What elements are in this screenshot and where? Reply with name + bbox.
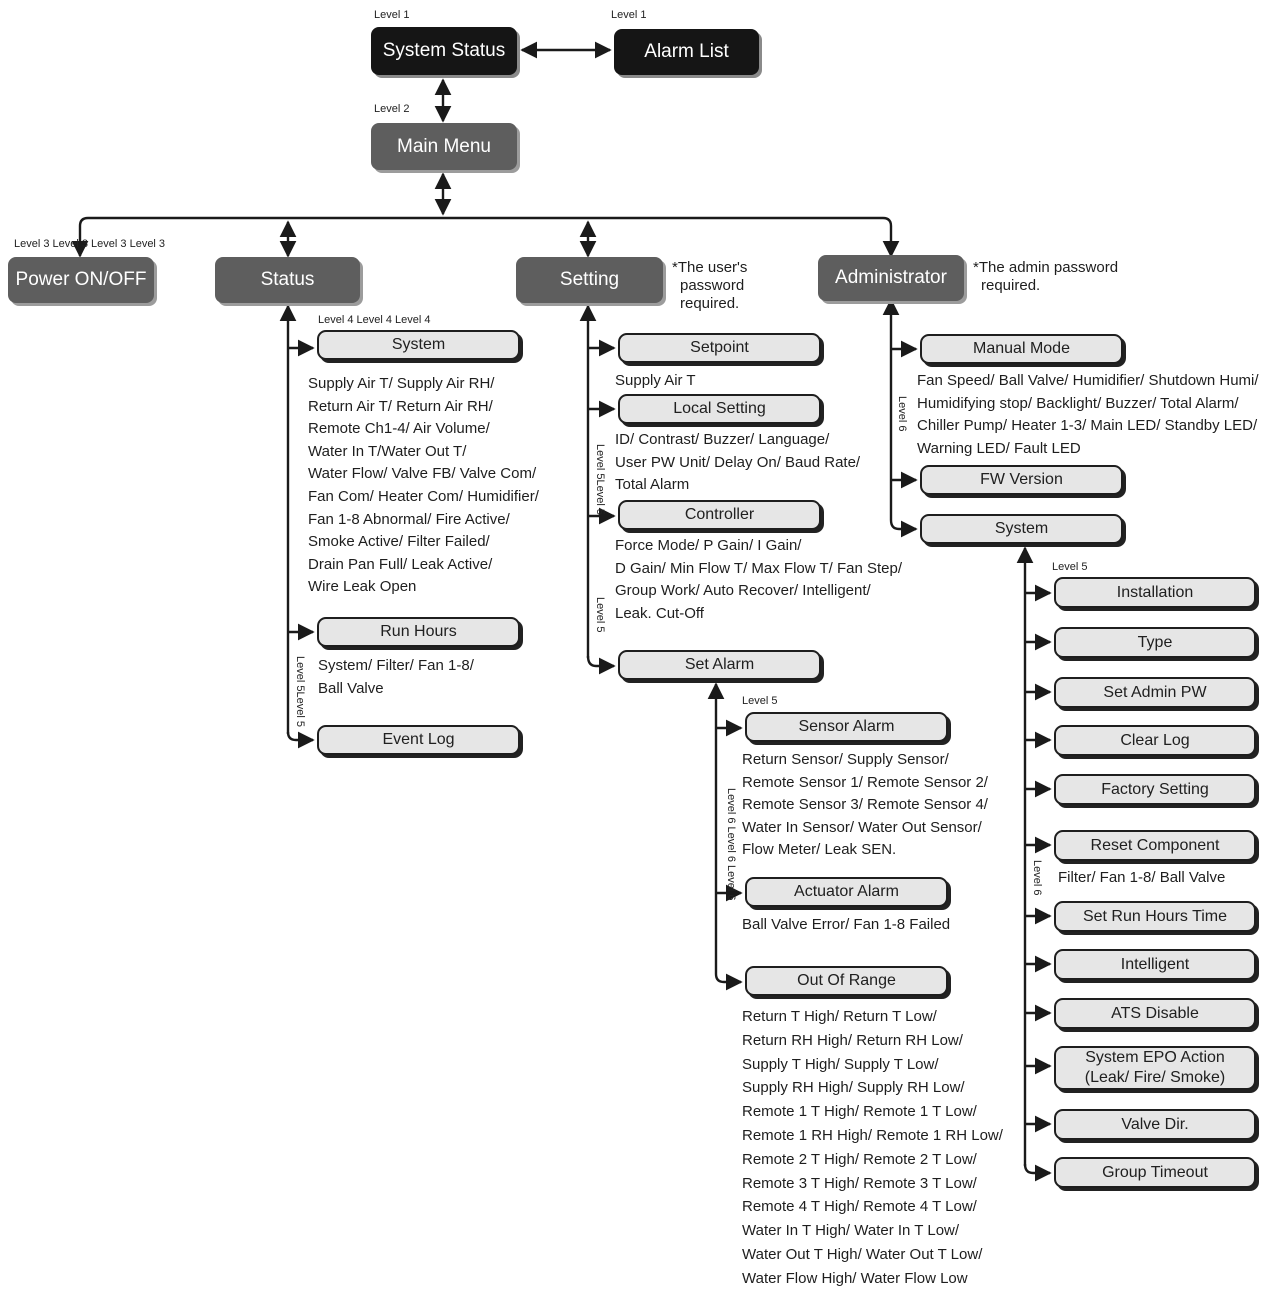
level-6-vertical-label: Level 6 (1031, 860, 1043, 896)
level-6-vertical-label: Level 6 Level 6 Level 6 (725, 788, 737, 901)
level-1-label: Level 1 (374, 9, 410, 21)
clear-log-node: Clear Log (1054, 725, 1256, 756)
main-menu-node: Main Menu (371, 123, 517, 170)
controller-node: Controller (618, 500, 821, 530)
setpoint-node: Setpoint (618, 333, 821, 363)
status-system-items: Supply Air T/ Supply Air RH/ Return Air … (308, 375, 539, 596)
power-on-off-node: Power ON/OFF (8, 257, 154, 303)
user-password-note: *The user's password required. (672, 259, 748, 312)
admin-password-note: *The admin password required. (973, 259, 1119, 294)
level-6-vertical-label: Level 6 (896, 396, 908, 432)
level-1-label: Level 1 (611, 9, 647, 21)
sensor-alarm-items: Return Sensor/ Supply Sensor/ Remote Sen… (742, 751, 988, 859)
level-5-label: Level 5 (742, 695, 778, 707)
ats-disable-node: ATS Disable (1054, 998, 1256, 1029)
level-5-vertical-label: Level 5Level 5 (294, 656, 306, 727)
set-alarm-node: Set Alarm (618, 650, 821, 680)
manual-mode-items: Fan Speed/ Ball Valve/ Humidifier/ Shutd… (917, 372, 1259, 457)
group-timeout-node: Group Timeout (1054, 1157, 1256, 1188)
set-admin-pw-node: Set Admin PW (1054, 677, 1256, 708)
level-5-vertical-label: Level 5Level 5 (594, 444, 606, 515)
status-node: Status (215, 257, 360, 303)
level-4-labels: Level 4 Level 4 Level 4 (318, 314, 431, 326)
actuator-alarm-items: Ball Valve Error/ Fan 1-8 Failed (742, 916, 951, 933)
administrator-node: Administrator (818, 255, 964, 301)
local-setting-items: ID/ Contrast/ Buzzer/ Language/ User PW … (615, 431, 861, 494)
sensor-alarm-node: Sensor Alarm (745, 712, 948, 742)
run-hours-items: System/ Filter/ Fan 1-8/ Ball Valve (318, 657, 474, 697)
level-5-vertical-label: Level 5 (594, 597, 606, 633)
run-hours-node: Run Hours (317, 617, 520, 647)
status-system-node: System (317, 330, 520, 360)
system-status-node: System Status (371, 27, 517, 75)
out-of-range-items: Return T High/ Return T Low/ Return RH H… (742, 1008, 1003, 1287)
reset-component-items: Filter/ Fan 1-8/ Ball Valve (1058, 869, 1226, 886)
type-node: Type (1054, 627, 1256, 658)
controller-items: Force Mode/ P Gain/ I Gain/ D Gain/ Min … (615, 537, 903, 622)
event-log-node: Event Log (317, 725, 520, 755)
set-run-hours-time-node: Set Run Hours Time (1054, 901, 1256, 932)
installation-node: Installation (1054, 577, 1256, 608)
level-3-labels: Level 3 Level 3 Level 3 Level 3 (14, 238, 166, 250)
reset-component-node: Reset Component (1054, 830, 1256, 861)
system-epo-action-node: System EPO Action (Leak/ Fire/ Smoke) (1054, 1046, 1256, 1090)
level-2-label: Level 2 (374, 103, 410, 115)
alarm-list-node: Alarm List (614, 29, 759, 75)
local-setting-node: Local Setting (618, 394, 821, 424)
setpoint-items: Supply Air T (615, 372, 696, 389)
actuator-alarm-node: Actuator Alarm (745, 877, 948, 907)
level-5-label: Level 5 (1052, 561, 1088, 573)
valve-dir-node: Valve Dir. (1054, 1109, 1256, 1140)
admin-system-node: System (920, 514, 1123, 544)
out-of-range-node: Out Of Range (745, 966, 948, 996)
intelligent-node: Intelligent (1054, 949, 1256, 980)
fw-version-node: FW Version (920, 465, 1123, 495)
manual-mode-node: Manual Mode (920, 334, 1123, 364)
factory-setting-node: Factory Setting (1054, 774, 1256, 805)
setting-node: Setting (516, 257, 663, 303)
